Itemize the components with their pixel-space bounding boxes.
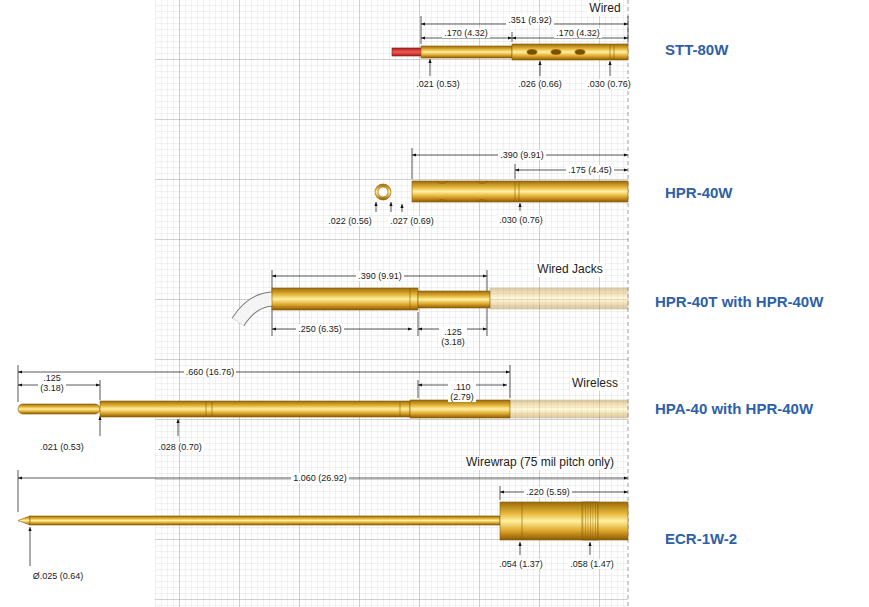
- dimension-label: .125 (3.18): [439, 327, 467, 348]
- dimension-label: .027 (0.69): [388, 216, 436, 226]
- section-label: Wirewrap (75 mil pitch only): [464, 456, 616, 470]
- dimension-label: .026 (0.66): [516, 79, 564, 89]
- dimension-label: .125 (3.18): [38, 373, 66, 394]
- receptacle: [510, 400, 628, 418]
- probe-body: [421, 46, 512, 58]
- dimension-label: .110 (2.79): [448, 382, 476, 403]
- wirewrap-tip: [18, 516, 30, 525]
- adapter: [100, 401, 410, 417]
- section-label: Wireless: [570, 377, 620, 391]
- part-name: HPA-40 with HPR-40W: [655, 400, 813, 417]
- dimension-label: .170 (4.32): [554, 28, 602, 38]
- knurl: [582, 502, 598, 540]
- dimension-label: .220 (5.59): [524, 487, 572, 497]
- dimension-label: .022 (0.56): [326, 216, 374, 226]
- part-name: STT-80W: [665, 41, 728, 58]
- section-label: Wired: [587, 2, 622, 16]
- dimension-label: .058 (1.47): [568, 559, 616, 569]
- dimension-label: .390 (9.91): [498, 150, 546, 160]
- dimension-label: .351 (8.92): [506, 15, 554, 25]
- dimension-label: .021 (0.53): [414, 79, 462, 89]
- receptacle: [490, 288, 628, 309]
- dimension-label: .390 (9.91): [356, 271, 404, 281]
- adapter: [410, 400, 510, 418]
- dimension-label: 1.060 (26.92): [291, 473, 349, 483]
- wire: [392, 48, 422, 56]
- dimension-label: .660 (16.76): [184, 367, 237, 377]
- dimension-label: .170 (4.32): [442, 28, 490, 38]
- jack: [418, 291, 490, 308]
- end-view: [375, 184, 391, 200]
- dimension-label: .030 (0.76): [585, 79, 633, 89]
- dimension-label: .021 (0.53): [38, 442, 86, 452]
- section-label: Wired Jacks: [535, 263, 604, 277]
- dimension-label: .030 (0.76): [497, 215, 545, 225]
- dimension-label: .250 (6.35): [296, 324, 344, 334]
- receptacle: [500, 502, 628, 540]
- adapter-tip: [18, 404, 100, 414]
- wirewrap-post: [30, 516, 500, 525]
- part-name: HPR-40W: [665, 184, 733, 201]
- jack: [272, 288, 418, 310]
- receptacle: [412, 181, 628, 202]
- probe-body: [512, 44, 628, 60]
- dimension-label: .054 (1.37): [497, 559, 545, 569]
- dimension-label: .028 (0.70): [156, 442, 204, 452]
- dimension-label: Ø.025 (0.64): [31, 571, 86, 581]
- dimension-lines: [18, 16, 628, 566]
- part-name: HPR-40T with HPR-40W: [655, 293, 823, 310]
- part-name: ECR-1W-2: [665, 530, 737, 547]
- dimension-label: .175 (4.45): [566, 165, 614, 175]
- probes: [18, 44, 628, 540]
